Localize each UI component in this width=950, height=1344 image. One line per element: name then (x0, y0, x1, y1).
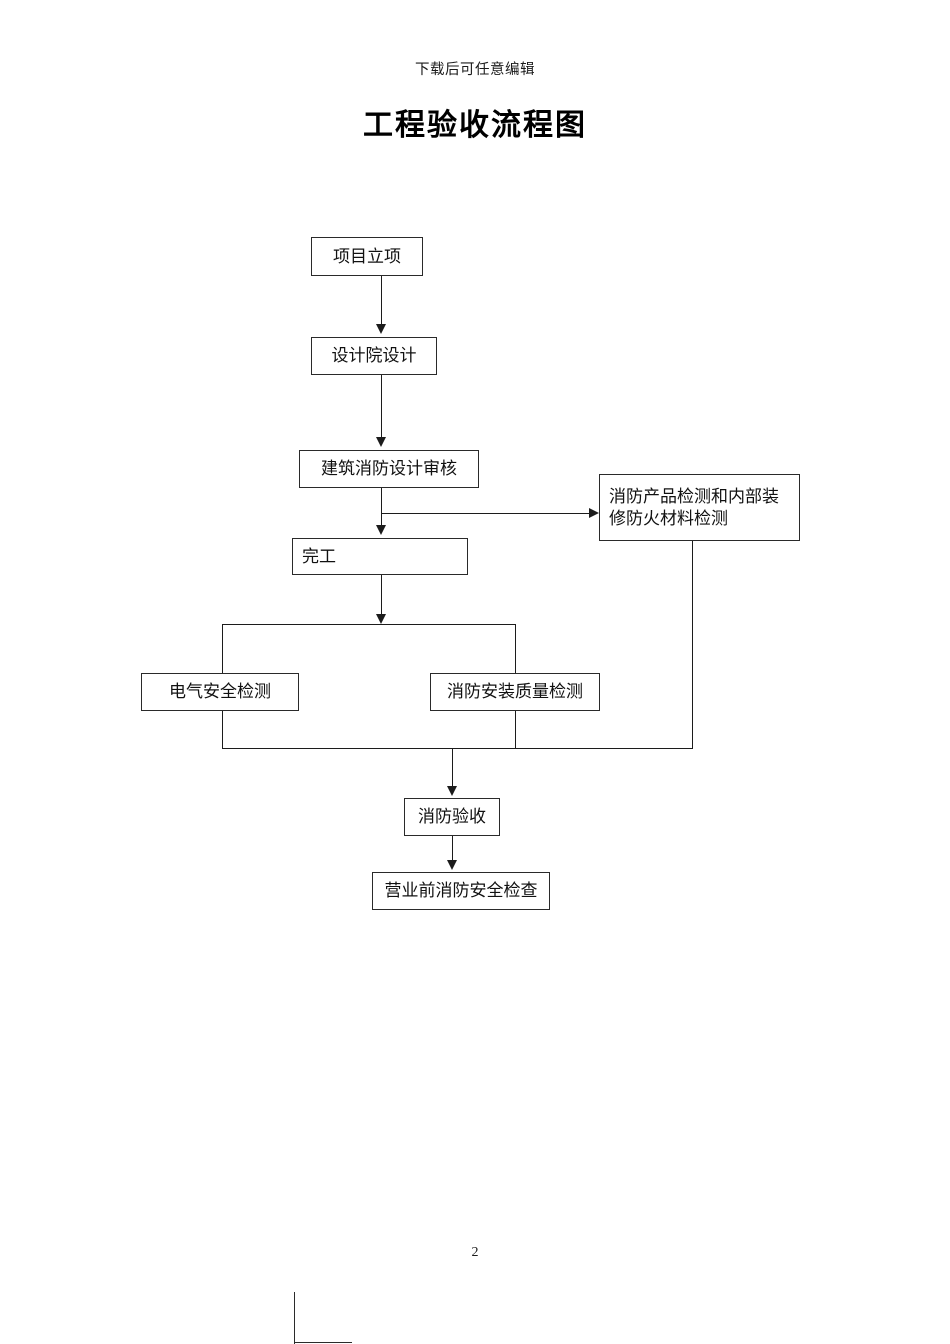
corner-artifact-horizontal (294, 1342, 352, 1343)
flow-node-fire-acceptance[interactable]: 消防验收 (404, 798, 500, 836)
connector-n2-n3 (381, 375, 382, 437)
flow-node-construction-complete[interactable]: 完工 (292, 538, 468, 575)
arrowhead-n1-n2-icon (375, 324, 386, 334)
connector-n5-stem (381, 575, 382, 614)
connector-split-top (222, 624, 516, 625)
flow-node-electrical-safety-test[interactable]: 电气安全检测 (141, 673, 299, 711)
flow-node-project-initiation[interactable]: 项目立项 (311, 237, 423, 276)
connector-n3-stem (381, 488, 382, 525)
connector-n4-down (692, 541, 693, 749)
corner-artifact-vertical (294, 1292, 295, 1344)
flow-node-fire-install-quality-test[interactable]: 消防安装质量检测 (430, 673, 600, 711)
page-title: 工程验收流程图 (363, 108, 587, 143)
page-number: 2 (471, 1245, 479, 1260)
arrowhead-n3-n5-icon (375, 525, 386, 535)
arrowhead-merge-n8-icon (446, 786, 457, 796)
arrowhead-n2-n3-icon (375, 437, 386, 447)
connector-merge-stem (452, 748, 453, 786)
flow-node-fire-design-review[interactable]: 建筑消防设计审核 (299, 450, 479, 488)
arrowhead-n3-n4-icon (589, 507, 599, 518)
flow-node-product-material-testing[interactable]: 消防产品检测和内部装 修防火材料检测 (599, 474, 800, 541)
connector-n1-n2 (381, 276, 382, 324)
flow-node-design-institute[interactable]: 设计院设计 (311, 337, 437, 375)
connector-n3-n4 (381, 513, 589, 514)
arrowhead-n5-split-icon (375, 614, 386, 624)
connector-n8-n9 (452, 836, 453, 861)
connector-merge-bottom (222, 748, 693, 749)
flow-node-pre-opening-fire-inspection[interactable]: 营业前消防安全检查 (372, 872, 550, 910)
download-notice: 下载后可任意编辑 (415, 62, 535, 78)
arrowhead-n8-n9-icon (446, 860, 457, 870)
